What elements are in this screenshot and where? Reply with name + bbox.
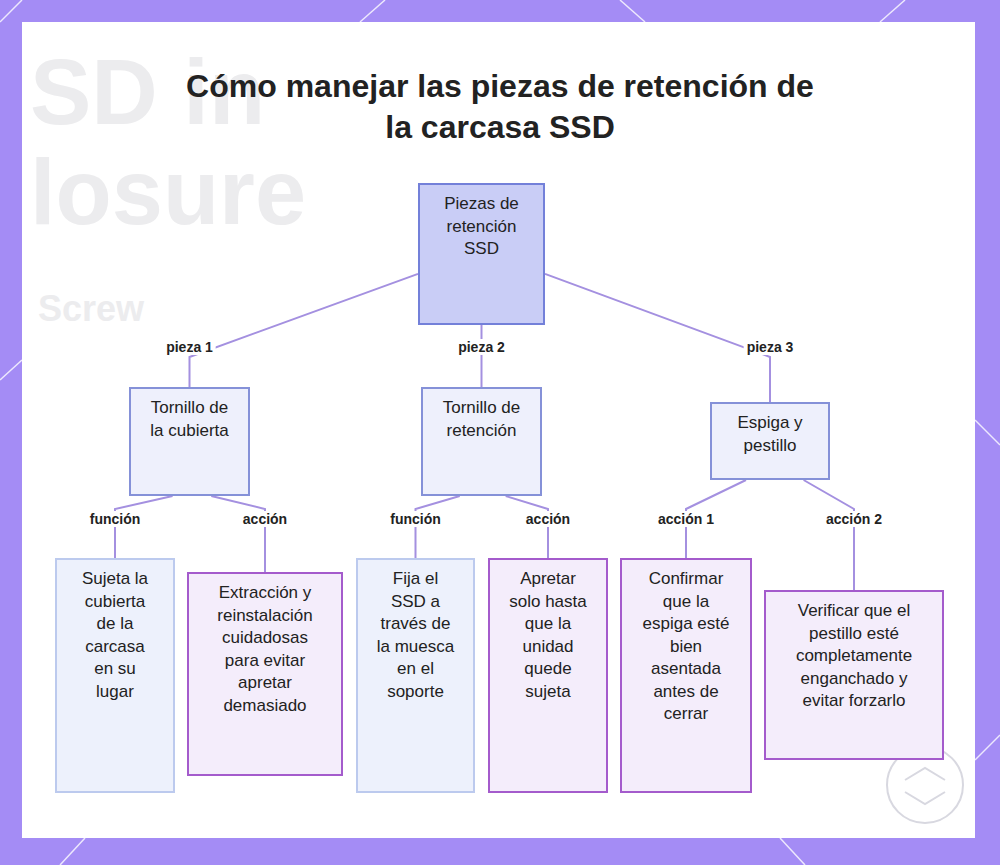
- connector-line: [211, 496, 265, 572]
- part-box: Tornillo de retención: [421, 387, 542, 496]
- action-box: Verificar que el pestillo esté completam…: [764, 590, 944, 760]
- edge-label: función: [387, 511, 444, 527]
- box-text: Sujeta la cubierta de la carcasa en su l…: [75, 568, 155, 703]
- connector-line: [115, 496, 173, 558]
- edge-label: acción: [523, 511, 573, 527]
- edge-label: pieza 1: [163, 339, 216, 355]
- edge-label: pieza 2: [455, 339, 508, 355]
- box-text: Verificar que el pestillo esté completam…: [780, 600, 928, 713]
- action-box: Apretar solo hasta que la unidad quede s…: [488, 558, 608, 793]
- edge-label: función: [87, 511, 144, 527]
- box-text: Confirmar que la espiga esté bien asenta…: [636, 568, 736, 726]
- edge-label: acción 2: [823, 511, 885, 527]
- diagram-title: Cómo manejar las piezas de retención de …: [170, 66, 830, 148]
- box-text: Apretar solo hasta que la unidad quede s…: [504, 568, 592, 703]
- connector-line: [506, 496, 548, 558]
- part-box: Espiga y pestillo: [710, 402, 830, 480]
- box-text: Tornillo de retención: [439, 397, 524, 442]
- connector-line: [190, 274, 419, 387]
- edge-label: acción: [240, 511, 290, 527]
- action-box: Confirmar que la espiga esté bien asenta…: [620, 558, 752, 793]
- box-text: Fija el SSD a través de la muesca en el …: [376, 568, 455, 703]
- connector-line: [804, 480, 854, 590]
- part-box: Tornillo de la cubierta: [129, 387, 250, 496]
- function-box: Sujeta la cubierta de la carcasa en su l…: [55, 558, 175, 793]
- connector-line: [416, 496, 460, 558]
- box-text: Espiga y pestillo: [728, 412, 812, 457]
- root-box: Piezas de retención SSD: [418, 183, 545, 325]
- watermark-text: Screw: [38, 288, 144, 330]
- box-text: Extracción y reinstalación cuidadosas pa…: [203, 582, 327, 717]
- watermark-text: losure: [30, 140, 306, 245]
- connector-line: [545, 274, 770, 402]
- connector-line: [481, 325, 483, 387]
- box-text: Tornillo de la cubierta: [147, 397, 232, 442]
- action-box: Extracción y reinstalación cuidadosas pa…: [187, 572, 343, 776]
- edge-label: pieza 3: [744, 339, 797, 355]
- edge-label: acción 1: [655, 511, 717, 527]
- box-text: Piezas de retención SSD: [430, 193, 533, 261]
- function-box: Fija el SSD a través de la muesca en el …: [356, 558, 475, 793]
